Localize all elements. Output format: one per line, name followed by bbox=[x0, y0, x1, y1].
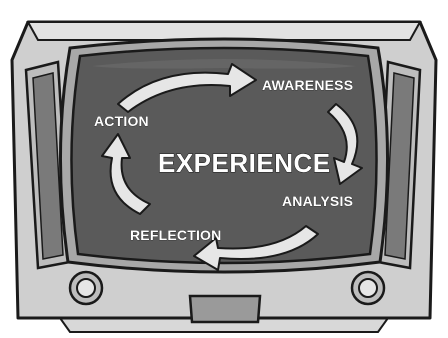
arrow-analysis-to-reflection bbox=[193, 225, 319, 271]
cycle-label-analysis: ANALYSIS bbox=[282, 193, 353, 209]
arrow-action-to-awareness bbox=[117, 63, 257, 113]
screen-glare bbox=[92, 59, 356, 69]
right-speaker bbox=[376, 60, 422, 270]
center-label-experience: EXPERIENCE bbox=[158, 148, 331, 178]
left-speaker bbox=[24, 60, 72, 270]
arrow-reflection-to-action bbox=[101, 133, 151, 215]
tv-top-bevel bbox=[26, 21, 422, 41]
cycle-label-reflection: REFLECTION bbox=[130, 227, 221, 243]
knob-icon bbox=[68, 270, 104, 306]
knob-icon bbox=[350, 270, 386, 306]
panel-slot-icon bbox=[188, 294, 262, 324]
screen bbox=[70, 46, 378, 265]
cycle-label-awareness: AWARENESS bbox=[262, 77, 353, 93]
cycle-label-action: ACTION bbox=[94, 113, 149, 129]
arrow-awareness-to-analysis bbox=[327, 103, 363, 185]
